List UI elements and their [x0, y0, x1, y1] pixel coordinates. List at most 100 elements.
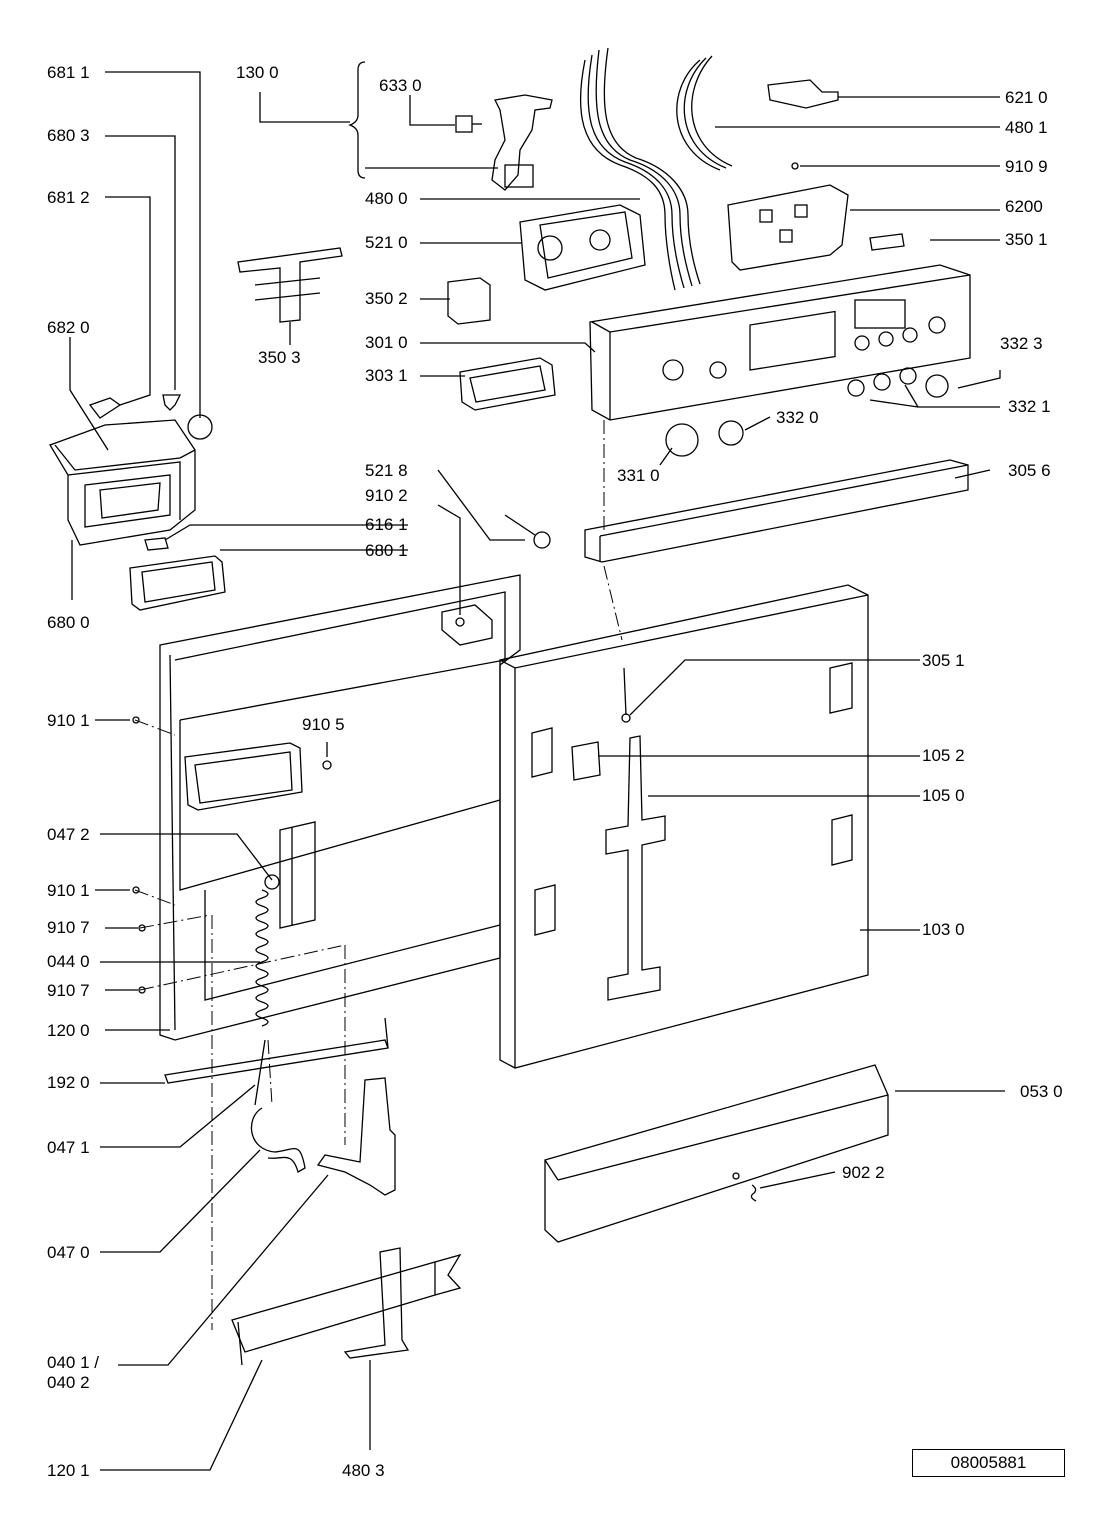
callout-3323: 332 3: [1000, 334, 1043, 353]
callout-1201: 120 1: [47, 1461, 90, 1480]
leader-6820: [69, 337, 109, 451]
callout-1300: 130 0: [236, 63, 279, 82]
callout-1030: 103 0: [922, 920, 965, 939]
callout-4800: 480 0: [365, 189, 408, 208]
callout-4803: 480 3: [342, 1461, 385, 1480]
control-panel-3010: [589, 264, 971, 421]
latch-1052: [571, 741, 601, 781]
strip-1920: [164, 1039, 389, 1084]
callout-6803: 680 3: [47, 126, 90, 145]
leader-6330: [409, 95, 455, 126]
callout-0402: 040 2: [47, 1373, 90, 1392]
callout-9105: 910 5: [302, 715, 345, 734]
brace-1300: [348, 61, 366, 179]
base-strip-1201: [231, 1261, 436, 1353]
callout-3056: 305 6: [1008, 461, 1051, 480]
knob-3323: [925, 374, 949, 398]
part-6161: [144, 537, 169, 551]
callout-1052: 105 2: [922, 746, 965, 765]
callout-3501: 350 1: [1005, 230, 1048, 249]
knob-3310: [665, 423, 699, 457]
callout-6811: 681 1: [47, 63, 90, 82]
callout-6200: 6200: [1005, 197, 1043, 216]
screw-9105: [322, 760, 332, 770]
control-module-5210: [519, 204, 646, 291]
leader-3321: [869, 399, 1000, 408]
leader-3056: [954, 469, 991, 479]
callout-9101a: 910 1: [47, 711, 90, 730]
callout-3320: 332 0: [776, 408, 819, 427]
leader-3323: [957, 370, 1001, 389]
callout-3031: 303 1: [365, 366, 408, 385]
knob-3321b: [873, 373, 891, 391]
cap-6811: [187, 414, 213, 440]
screw-9109: [791, 162, 799, 170]
hook-0470: [250, 1107, 306, 1173]
callout-5210: 521 0: [365, 233, 408, 252]
leader-9102: [437, 504, 461, 615]
part-6803: [162, 394, 182, 411]
wire-harness-4800: [579, 59, 676, 291]
support-4803: [343, 1247, 410, 1359]
rail-3056: [584, 459, 969, 563]
leader-6811: [105, 71, 201, 418]
callout-6161: 616 1: [365, 515, 408, 534]
callout-9109: 910 9: [1005, 157, 1048, 176]
gasket-6801: [129, 555, 226, 611]
callout-6800: 680 0: [47, 613, 90, 632]
leader-3051: [629, 659, 920, 716]
leader-1300: [259, 92, 350, 123]
callout-9022: 902 2: [842, 1163, 885, 1182]
leader-0471: [100, 1084, 256, 1148]
leader-3320: [744, 416, 771, 431]
dispenser-opening: [184, 742, 303, 811]
hinge-9102: [441, 604, 493, 646]
outer-door-1030: [499, 584, 869, 1069]
callout-4801: 480 1: [1005, 118, 1048, 137]
plate-1050: [605, 735, 666, 1001]
callout-6820: 682 0: [47, 318, 90, 337]
switch-6330: [455, 115, 473, 133]
callout-3010: 301 0: [365, 333, 408, 352]
label-3501: [869, 233, 905, 251]
part-6812: [88, 397, 122, 419]
spring-hook-0472: [264, 874, 280, 890]
leader-9022: [759, 1171, 836, 1189]
callout-0472: 047 2: [47, 825, 90, 844]
board-6210: [767, 79, 839, 109]
callout-0401: 040 1 /: [47, 1353, 99, 1372]
bracket-0401: [316, 1077, 396, 1196]
callout-3310: 331 0: [617, 466, 660, 485]
pin-3051: [623, 667, 627, 716]
leader-6812: [105, 196, 151, 406]
leader-3010: [420, 342, 596, 353]
spring-0440: [255, 889, 269, 1027]
callout-6210: 621 0: [1005, 88, 1048, 107]
leader-0472: [100, 833, 273, 881]
leader-6161: [164, 524, 408, 541]
callout-0470: 047 0: [47, 1243, 90, 1262]
dispenser-6800: [49, 419, 196, 546]
wire-harness-4801: [676, 59, 721, 171]
callout-0471: 047 1: [47, 1138, 90, 1157]
knob-3321c: [899, 367, 917, 385]
callout-3502: 350 2: [365, 289, 408, 308]
callout-0530: 053 0: [1020, 1082, 1063, 1101]
callout-0440: 044 0: [47, 952, 90, 971]
callout-1050: 105 0: [922, 786, 965, 805]
handle-3031: [459, 357, 556, 411]
callout-6812: 681 2: [47, 188, 90, 207]
bracket-3503: [237, 247, 343, 323]
document-number-box: 08005881: [912, 1449, 1065, 1477]
leader-5218: [437, 469, 525, 541]
leader-0401: [118, 1174, 329, 1366]
callout-9101b: 910 1: [47, 881, 90, 900]
callout-1200: 120 0: [47, 1021, 90, 1040]
leader-3321b: [904, 384, 919, 408]
callout-5218: 521 8: [365, 461, 408, 480]
callout-9107b: 910 7: [47, 981, 90, 1000]
callout-9107a: 910 7: [47, 918, 90, 937]
callout-1920: 192 0: [47, 1073, 90, 1092]
callout-3503: 350 3: [258, 348, 301, 367]
callout-9102: 910 2: [365, 486, 408, 505]
